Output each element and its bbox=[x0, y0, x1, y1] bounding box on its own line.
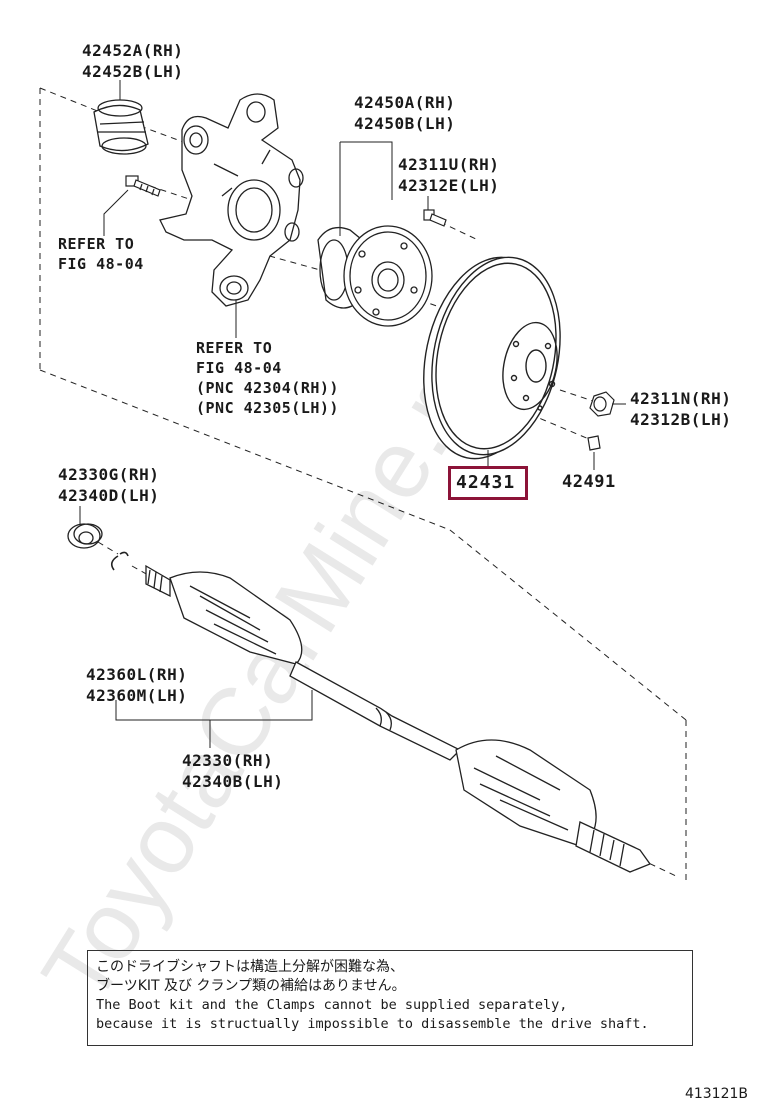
rotor-screw bbox=[587, 435, 601, 451]
label-clamp-lh: 42360M(LH) bbox=[86, 686, 188, 705]
note-jp-line1: このドライブシャフトは構造上分解が困難な為、 bbox=[96, 959, 404, 975]
label-nut-rh: 42311N(RH) bbox=[630, 389, 732, 408]
label-refer-bolt-line2: FIG 48-04 bbox=[58, 255, 144, 273]
label-rotor-screw: 42491 bbox=[562, 472, 616, 492]
snap-ring bbox=[110, 551, 129, 571]
rotor-highlight-box[interactable] bbox=[448, 466, 528, 500]
label-shaft-lh: 42340B(LH) bbox=[182, 772, 284, 791]
label-nut-lh: 42312B(LH) bbox=[630, 410, 732, 429]
label-hub-bolt-rh: 42311U(RH) bbox=[398, 155, 500, 174]
label-refer-knuckle: REFER TO FIG 48-04 (PNC 42304(RH)) (PNC … bbox=[196, 338, 339, 418]
label-rotor[interactable]: 42431 bbox=[456, 472, 516, 493]
figure-code: 413121B bbox=[684, 1086, 748, 1102]
label-seal-rh: 42330G(RH) bbox=[58, 465, 160, 484]
label-bearing-lh: 42452B(LH) bbox=[82, 62, 184, 81]
label-refer-knuckle-line2: FIG 48-04 bbox=[196, 359, 282, 377]
label-hub-assy-rh: 42450A(RH) bbox=[354, 93, 456, 112]
label-refer-knuckle-line3: (PNC 42304(RH)) bbox=[196, 379, 339, 397]
supply-note: このドライブシャフトは構造上分解が困難な為、 ブーツKIT 及び クランプ類の補… bbox=[87, 950, 693, 1046]
label-refer-knuckle-line1: REFER TO bbox=[196, 339, 273, 357]
disc-rotor bbox=[423, 256, 561, 460]
label-hub-assy: 42450A(RH) 42450B(LH) bbox=[354, 92, 455, 134]
note-en-line2: because it is structually impossible to … bbox=[96, 1016, 649, 1032]
label-clamp: 42360L(RH) 42360M(LH) bbox=[86, 664, 187, 706]
label-refer-knuckle-line4: (PNC 42305(LH)) bbox=[196, 399, 339, 417]
label-bearing: 42452A(RH) 42452B(LH) bbox=[82, 40, 183, 82]
label-hub-bolt: 42311U(RH) 42312E(LH) bbox=[398, 154, 499, 196]
label-shaft-rh: 42330(RH) bbox=[182, 751, 274, 770]
steering-knuckle bbox=[159, 93, 304, 307]
bearing bbox=[93, 99, 149, 155]
note-en-line1: The Boot kit and the Clamps cannot be su… bbox=[96, 997, 568, 1013]
hub-assembly bbox=[317, 225, 433, 327]
shaft-seal bbox=[67, 523, 103, 549]
note-jp-line2: ブーツKIT 及び クランプ類の補給はありません。 bbox=[96, 978, 406, 994]
label-bearing-rh: 42452A(RH) bbox=[82, 41, 184, 60]
label-clamp-rh: 42360L(RH) bbox=[86, 665, 188, 684]
label-refer-bolt-line1: REFER TO bbox=[58, 235, 135, 253]
hub-nut bbox=[589, 391, 615, 417]
label-refer-bolt: REFER TO FIG 48-04 bbox=[58, 234, 144, 274]
knuckle-bolt bbox=[125, 175, 161, 197]
hub-bolt bbox=[423, 209, 447, 227]
leader-lines bbox=[79, 80, 626, 748]
label-seal-lh: 42340D(LH) bbox=[58, 486, 160, 505]
label-hub-assy-lh: 42450B(LH) bbox=[354, 114, 456, 133]
label-nut: 42311N(RH) 42312B(LH) bbox=[630, 388, 731, 430]
label-seal: 42330G(RH) 42340D(LH) bbox=[58, 464, 159, 506]
label-shaft: 42330(RH) 42340B(LH) bbox=[182, 750, 283, 792]
drive-shaft bbox=[145, 564, 652, 873]
label-hub-bolt-lh: 42312E(LH) bbox=[398, 176, 500, 195]
